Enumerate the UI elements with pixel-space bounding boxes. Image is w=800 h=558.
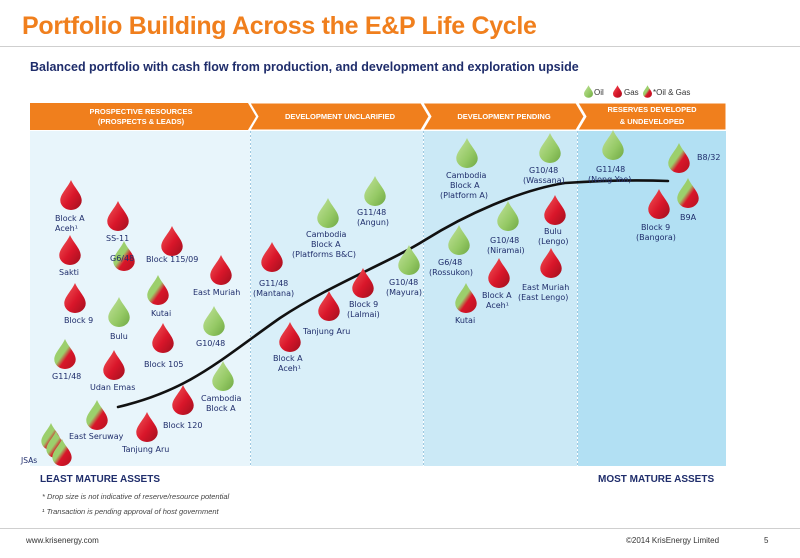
asset-label: G11/48 [259,279,288,288]
panel-prospective [30,131,250,466]
least-mature-label: LEAST MATURE ASSETS [40,474,161,485]
asset-label: (Nong Yao) [588,175,631,184]
asset-label: Block A [482,291,512,300]
asset-label: Block 9 [64,316,93,325]
asset-label: Cambodia [446,171,487,180]
asset-label: (Wassana) [523,176,565,185]
page-number: 5 [764,536,769,545]
oil-gas-drop-icon [643,85,652,98]
asset-label: G10/48 [490,236,519,245]
asset-label: Block 9 [349,300,378,309]
asset-label: (Lalmai) [347,310,380,319]
stage-bar-3 [422,102,585,131]
asset-label: Kutai [455,316,475,325]
panel-unclarified [251,131,423,466]
asset-label: B9A [680,213,697,222]
asset-label: Tanjung Aru [302,327,350,336]
asset-label: Block 115/09 [146,255,198,264]
asset-label: SS-11 [106,234,129,243]
asset-label: G6/48 [438,258,462,267]
asset-label: (Platforms B&C) [292,250,356,259]
asset-label: G11/48 [357,208,386,217]
stage-bar: PROSPECTIVE RESOURCES (PROSPECTS & LEADS… [30,102,727,131]
legend-oil-gas: *Oil & Gas [653,88,690,97]
asset-label: Block 9 [641,223,670,232]
legend-gas: Gas [624,88,639,97]
asset-label: East Seruway [69,432,124,441]
asset-label: Bulu [110,332,128,341]
asset-label: (Platform A) [440,191,488,200]
footer-copyright: ©2014 KrisEnergy Limited [626,536,720,545]
asset-label: Block A [206,404,236,413]
stage-1-line2: (PROSPECTS & LEADS) [98,117,185,126]
stage-1-line1: PROSPECTIVE RESOURCES [90,107,193,116]
stage-2-label: DEVELOPMENT UNCLARIFIED [285,112,396,121]
asset-label: Udan Emas [90,383,135,392]
footnote-transaction: ¹ Transaction is pending approval of hos… [42,507,219,516]
asset-label: (East Lengo) [518,293,568,302]
asset-label: G10/48 [529,166,558,175]
stage-bar-1 [30,103,256,130]
asset-label: Bulu [544,227,562,236]
asset-label: (Rossukon) [429,268,473,277]
asset-label: Block A [450,181,480,190]
asset-label: G6/48 [110,254,134,263]
asset-label: G10/48 [389,278,418,287]
asset-label: G10/48 [196,339,225,348]
asset-label: (Lengo) [538,237,569,246]
legend-oil: Oil [594,88,604,97]
asset-label: Block 120 [163,421,202,430]
asset-label: (Angun) [357,218,389,227]
stage-4-line1: RESERVES DEVELOPED [607,105,697,114]
asset-label: JSAs [20,456,37,465]
asset-label: Kutai [151,309,171,318]
asset-label: (Mantana) [253,289,294,298]
asset-label: Aceh¹ [278,364,301,373]
asset-label: Cambodia [201,394,242,403]
gas-drop-icon [613,85,622,98]
asset-label: G11/48 [596,165,625,174]
asset-label: Aceh¹ [486,301,509,310]
footer-website: www.krisenergy.com [26,536,99,545]
asset-label: East Muriah [522,283,569,292]
asset-label: Tanjung Aru [121,445,169,454]
stage-4-line2: & UNDEVELOPED [620,117,685,126]
asset-label: (Niramai) [487,246,525,255]
asset-label: Block A [311,240,341,249]
footnote-drop-size: * Drop size is not indicative of reserve… [42,492,230,501]
legend: Oil Gas *Oil & Gas [584,85,690,98]
asset-labels: Block A Aceh¹ SS-11 Sakti G6/48 Block 11… [20,153,720,465]
panel-reserves [578,131,726,466]
asset-label: Block A [273,354,303,363]
stage-3-label: DEVELOPMENT PENDING [457,112,551,121]
asset-label: (Mayura) [386,288,422,297]
asset-label: Block A [55,214,85,223]
maturity-curve [116,179,670,409]
asset-label: Sakti [59,268,79,277]
page-subtitle: Balanced portfolio with cash flow from p… [30,60,579,74]
stage-bar-2 [249,102,430,131]
asset-label: (Bangora) [636,233,676,242]
footer-divider [0,528,800,529]
asset-label: Cambodia [306,230,347,239]
oil-drop-icon [584,85,593,98]
asset-label: G11/48 [52,372,81,381]
most-mature-label: MOST MATURE ASSETS [598,474,715,485]
page-title: Portfolio Building Across the E&P Life C… [22,12,537,40]
stage-bar-4 [577,102,727,131]
asset-label: Block 105 [144,360,183,369]
stage-panels [30,131,726,466]
asset-label: East Muriah [193,288,240,297]
title-divider [0,46,800,47]
asset-label: B8/32 [697,153,720,162]
asset-label: Aceh¹ [55,224,78,233]
